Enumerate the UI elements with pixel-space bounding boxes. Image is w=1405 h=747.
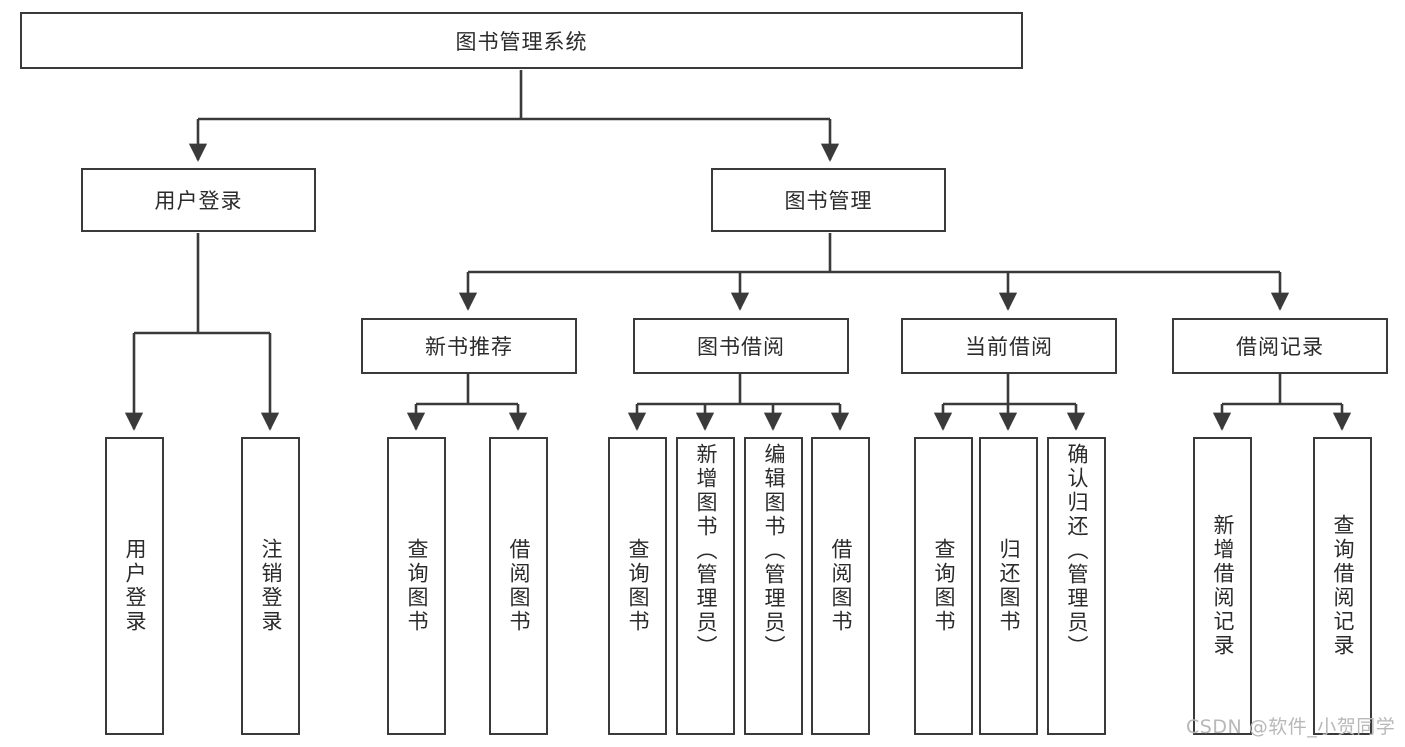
leaf-user-login-signout[interactable]: 注销登录 <box>241 437 300 735</box>
node-book-borrow-label: 图书借阅 <box>697 335 785 359</box>
leaf-new-book-borrow[interactable]: 借阅图书 <box>489 437 548 735</box>
leaf-current-return-book-label: 归还图书 <box>997 538 1021 634</box>
node-current-borrow[interactable]: 当前借阅 <box>901 318 1117 374</box>
node-book-borrow[interactable]: 图书借阅 <box>633 318 849 374</box>
leaf-borrow-borrow-book-label: 借阅图书 <box>829 538 853 634</box>
leaf-records-query-record[interactable]: 查询借阅记录 <box>1313 437 1372 735</box>
leaf-current-confirm-return[interactable]: 确认归还（管理员） <box>1047 437 1106 735</box>
leaf-borrow-add-book-label: 新增图书（管理员） <box>694 443 718 659</box>
node-root[interactable]: 图书管理系统 <box>20 12 1023 69</box>
node-book-management-label: 图书管理 <box>784 189 873 213</box>
leaf-current-confirm-return-label: 确认归还（管理员） <box>1065 443 1089 659</box>
leaf-borrow-add-book[interactable]: 新增图书（管理员） <box>676 437 735 735</box>
leaf-borrow-query-book-label: 查询图书 <box>626 538 650 634</box>
leaf-borrow-query-book[interactable]: 查询图书 <box>608 437 667 735</box>
leaf-records-query-record-label: 查询借阅记录 <box>1331 514 1355 658</box>
leaf-borrow-edit-book[interactable]: 编辑图书（管理员） <box>744 437 803 735</box>
node-current-borrow-label: 当前借阅 <box>965 335 1053 359</box>
watermark-text: CSDN @软件_小贺同学 <box>1186 716 1396 738</box>
leaf-new-book-query-label: 查询图书 <box>405 538 429 634</box>
leaf-records-add-record[interactable]: 新增借阅记录 <box>1193 437 1252 735</box>
leaf-new-book-borrow-label: 借阅图书 <box>507 538 531 634</box>
node-user-login[interactable]: 用户登录 <box>81 168 316 232</box>
node-new-book-recommend-label: 新书推荐 <box>425 335 513 359</box>
leaf-user-login-signin[interactable]: 用户登录 <box>105 437 164 735</box>
leaf-borrow-borrow-book[interactable]: 借阅图书 <box>811 437 870 735</box>
leaf-current-query-book[interactable]: 查询图书 <box>914 437 973 735</box>
node-root-label: 图书管理系统 <box>455 29 588 54</box>
leaf-records-add-record-label: 新增借阅记录 <box>1211 514 1235 658</box>
node-borrow-records-label: 借阅记录 <box>1236 335 1324 359</box>
leaf-new-book-query[interactable]: 查询图书 <box>387 437 446 735</box>
node-new-book-recommend[interactable]: 新书推荐 <box>361 318 577 374</box>
leaf-borrow-edit-book-label: 编辑图书（管理员） <box>762 443 786 659</box>
node-user-login-label: 用户登录 <box>154 189 243 213</box>
leaf-current-return-book[interactable]: 归还图书 <box>979 437 1038 735</box>
node-book-management[interactable]: 图书管理 <box>711 168 946 232</box>
leaf-user-login-signin-label: 用户登录 <box>123 538 147 634</box>
leaf-user-login-signout-label: 注销登录 <box>259 538 283 634</box>
leaf-current-query-book-label: 查询图书 <box>932 538 956 634</box>
node-borrow-records[interactable]: 借阅记录 <box>1172 318 1388 374</box>
